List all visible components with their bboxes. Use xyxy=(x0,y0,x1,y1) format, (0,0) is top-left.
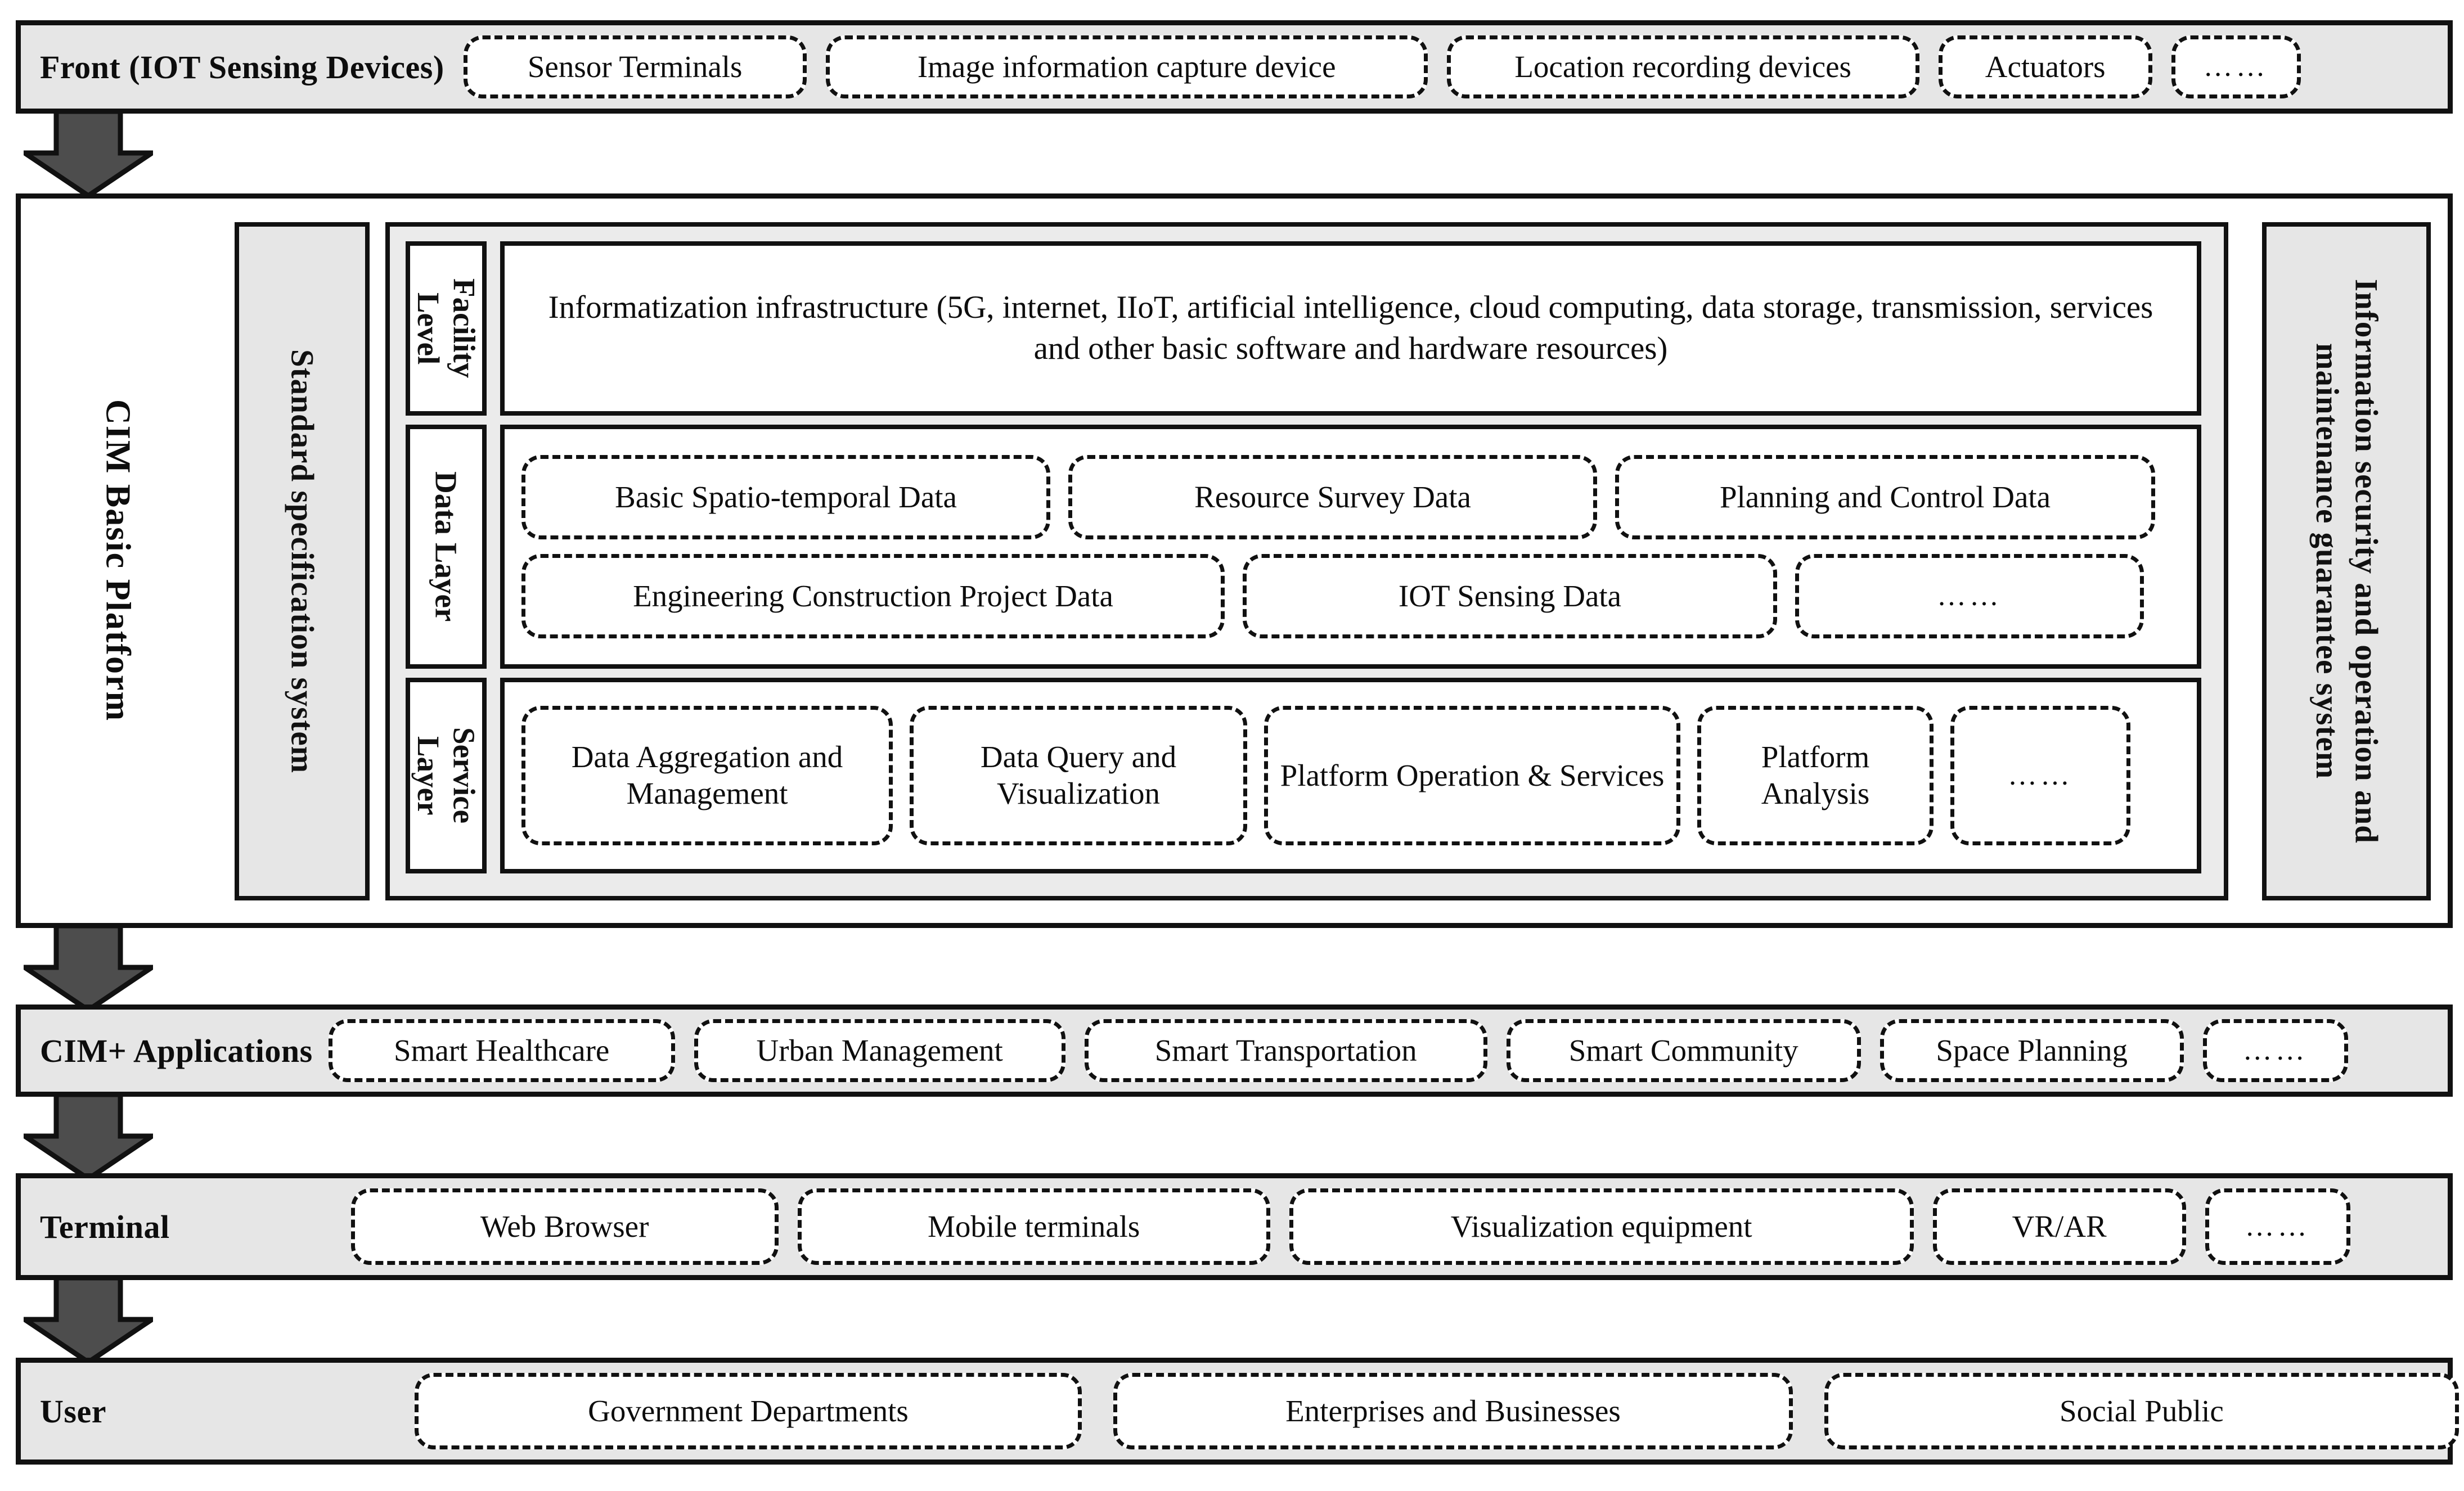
application-smart-community[interactable]: Smart Community xyxy=(1506,1019,1861,1082)
user-title: User xyxy=(40,1393,106,1430)
front-item-location-recording[interactable]: Location recording devices xyxy=(1446,35,1919,98)
facility-level-label: Facility Level xyxy=(406,241,487,416)
service-chip-ellipsis[interactable]: …… xyxy=(1950,706,2130,845)
data-chip-planning-and-control[interactable]: Planning and Control Data xyxy=(1615,455,2155,539)
data-chip-iot-sensing[interactable]: IOT Sensing Data xyxy=(1243,554,1777,638)
service-chip-platform-analysis[interactable]: Platform Analysis xyxy=(1697,706,1934,845)
cim-applications-items: Smart Healthcare Urban Management Smart … xyxy=(328,1010,2448,1092)
front-item-image-capture[interactable]: Image information capture device xyxy=(825,35,1428,98)
service-layer-row: Service Layer Data Aggregation and Manag… xyxy=(406,678,2201,873)
terminal-vr-ar[interactable]: VR/AR xyxy=(1932,1188,2186,1265)
front-band-items: Sensor Terminals Image information captu… xyxy=(463,25,2448,109)
facility-level-row: Facility Level Informatization infrastru… xyxy=(406,241,2201,416)
user-government-departments[interactable]: Government Departments xyxy=(414,1373,1082,1449)
down-arrow-terminal-to-user xyxy=(24,1278,153,1363)
down-arrow-applications-to-terminal xyxy=(24,1094,153,1180)
service-layer-label: Service Layer xyxy=(406,678,487,873)
service-layer-body: Data Aggregation and Management Data Que… xyxy=(500,678,2201,873)
front-item-ellipsis[interactable]: …… xyxy=(2171,35,2301,98)
information-security-guarantee-box: Information security and operation and m… xyxy=(2262,222,2431,900)
terminal-web-browser[interactable]: Web Browser xyxy=(350,1188,779,1265)
data-layer-label: Data Layer xyxy=(406,425,487,669)
front-band-title: Front (IOT Sensing Devices) xyxy=(40,48,444,85)
data-layer-row-1: Basic Spatio-temporal Data Resource Surv… xyxy=(521,455,2180,539)
standard-specification-system-box: Standard specification system xyxy=(235,222,370,900)
terminal-ellipsis[interactable]: …… xyxy=(2205,1188,2350,1265)
data-layer-label-text: Data Layer xyxy=(429,471,464,622)
cim-basic-platform-panel: CIM Basic Platform Standard specificatio… xyxy=(16,193,2453,928)
data-chip-ellipsis[interactable]: …… xyxy=(1795,554,2144,638)
application-space-planning[interactable]: Space Planning xyxy=(1880,1019,2184,1082)
cim-applications-band: CIM+ Applications Smart Healthcare Urban… xyxy=(16,1004,2453,1097)
terminal-mobile-terminals[interactable]: Mobile terminals xyxy=(797,1188,1270,1265)
informatization-infrastructure-text: Informatization infrastructure (5G, inte… xyxy=(548,290,2153,366)
user-social-public[interactable]: Social Public xyxy=(1824,1373,2459,1449)
data-layer-row-2: Engineering Construction Project Data IO… xyxy=(521,554,2180,638)
terminal-visualization-equipment[interactable]: Visualization equipment xyxy=(1289,1188,1914,1265)
standard-specification-system-text: Standard specification system xyxy=(284,349,320,774)
service-layer-chip-row: Data Aggregation and Management Data Que… xyxy=(521,706,2180,845)
front-item-sensor-terminals[interactable]: Sensor Terminals xyxy=(463,35,807,98)
terminal-title: Terminal xyxy=(40,1208,170,1245)
data-layer-body: Basic Spatio-temporal Data Resource Surv… xyxy=(500,425,2201,669)
front-item-actuators[interactable]: Actuators xyxy=(1938,35,2152,98)
service-chip-platform-operation-and-services[interactable]: Platform Operation & Services xyxy=(1264,706,1680,845)
user-band: User Government Departments Enterprises … xyxy=(16,1358,2459,1465)
user-enterprises-and-businesses[interactable]: Enterprises and Businesses xyxy=(1113,1373,1793,1449)
service-chip-data-aggregation-and-management[interactable]: Data Aggregation and Management xyxy=(521,706,893,845)
terminal-band: Terminal Web Browser Mobile terminals Vi… xyxy=(16,1173,2453,1280)
terminal-items: Web Browser Mobile terminals Visualizati… xyxy=(350,1178,2448,1275)
platform-layers-wrapper: Facility Level Informatization infrastru… xyxy=(385,222,2228,900)
service-chip-data-query-and-visualization[interactable]: Data Query and Visualization xyxy=(910,706,1247,845)
application-ellipsis[interactable]: …… xyxy=(2202,1019,2348,1082)
cim-platform-title-text: CIM Basic Platform xyxy=(98,399,137,722)
cim-applications-title: CIM+ Applications xyxy=(40,1032,313,1069)
data-chip-basic-spatio-temporal[interactable]: Basic Spatio-temporal Data xyxy=(521,455,1050,539)
data-layer-row: Data Layer Basic Spatio-temporal Data Re… xyxy=(406,425,2201,669)
user-items: Government Departments Enterprises and B… xyxy=(414,1363,2464,1460)
cim-platform-title: CIM Basic Platform xyxy=(33,199,202,923)
data-chip-resource-survey[interactable]: Resource Survey Data xyxy=(1068,455,1597,539)
down-arrow-front-to-platform xyxy=(24,111,153,197)
application-urban-management[interactable]: Urban Management xyxy=(694,1019,1065,1082)
down-arrow-platform-to-applications xyxy=(24,926,153,1011)
data-chip-engineering-construction-project[interactable]: Engineering Construction Project Data xyxy=(521,554,1225,638)
information-security-guarantee-text: Information security and operation and m… xyxy=(2309,279,2384,844)
application-smart-healthcare[interactable]: Smart Healthcare xyxy=(328,1019,675,1082)
application-smart-transportation[interactable]: Smart Transportation xyxy=(1084,1019,1487,1082)
facility-level-label-text: Facility Level xyxy=(411,278,482,379)
service-layer-label-text: Service Layer xyxy=(411,727,482,824)
facility-level-body: Informatization infrastructure (5G, inte… xyxy=(500,241,2201,416)
front-band: Front (IOT Sensing Devices) Sensor Termi… xyxy=(16,20,2453,114)
